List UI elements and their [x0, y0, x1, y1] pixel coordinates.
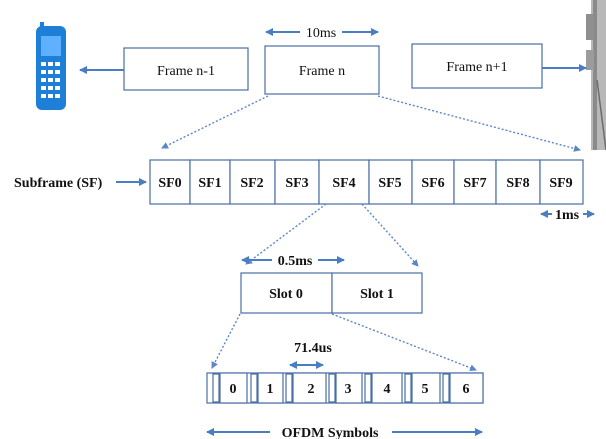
symbol-row: 0 1 2 3 4 5 6 — [206, 372, 484, 404]
frame-label-prev: Frame n-1 — [157, 64, 215, 79]
ofdm-symbols-indicator: OFDM Symbols — [206, 426, 483, 439]
symbol-duration-label: 71.4us — [294, 341, 332, 356]
subframe-duration-indicator: 1ms — [540, 208, 595, 223]
subframe-sf5: SF5 — [378, 176, 401, 191]
slot-duration-label: 0.5ms — [278, 254, 313, 269]
symbol-2: 2 — [308, 382, 315, 397]
subframe-sf2: SF2 — [240, 176, 263, 191]
symbol-5: 5 — [422, 382, 429, 397]
slot-row: Slot 0 Slot 1 — [240, 272, 423, 314]
frame-label-next: Frame n+1 — [446, 60, 507, 75]
cell-tower-icon — [586, 0, 606, 151]
symbol-4: 4 — [384, 382, 391, 397]
ofdm-symbols-label: OFDM Symbols — [282, 426, 379, 439]
slot-1-label: Slot 1 — [360, 287, 394, 302]
subframe-sf3: SF3 — [285, 176, 308, 191]
frame-duration-indicator: 10ms — [265, 26, 379, 41]
symbol-1: 1 — [267, 382, 274, 397]
frame-label-current: Frame n — [299, 64, 345, 79]
subframe-sf4: SF4 — [332, 176, 355, 191]
subframe-row: SF0 SF1 SF2 SF3 SF4 SF5 SF6 SF7 SF8 SF9 — [149, 159, 584, 205]
subframe-duration-label: 1ms — [555, 208, 580, 223]
subframe-row-label: Subframe (SF) — [14, 176, 103, 191]
subframe-sf7: SF7 — [463, 176, 486, 191]
frame-box-current — [264, 45, 380, 95]
subframe-sf8: SF8 — [506, 176, 529, 191]
symbol-3: 3 — [345, 382, 352, 397]
symbol-6: 6 — [463, 382, 470, 397]
frame-row: Frame n-1 Frame n Frame n+1 — [79, 43, 587, 95]
symbol-duration-indicator: 71.4us — [289, 341, 332, 369]
mobile-phone-icon — [36, 22, 66, 110]
subframe-sf0: SF0 — [158, 176, 181, 191]
subframe-sf9: SF9 — [549, 176, 572, 191]
slot-0-label: Slot 0 — [269, 287, 303, 302]
frame-box-next — [411, 43, 543, 89]
subframe-sf1: SF1 — [198, 176, 221, 191]
frame-box-prev — [123, 47, 249, 91]
subframe-sf6: SF6 — [421, 176, 444, 191]
symbol-0: 0 — [230, 382, 237, 397]
frame-duration-label: 10ms — [306, 26, 336, 41]
slot-duration-indicator: 0.5ms — [241, 254, 345, 269]
